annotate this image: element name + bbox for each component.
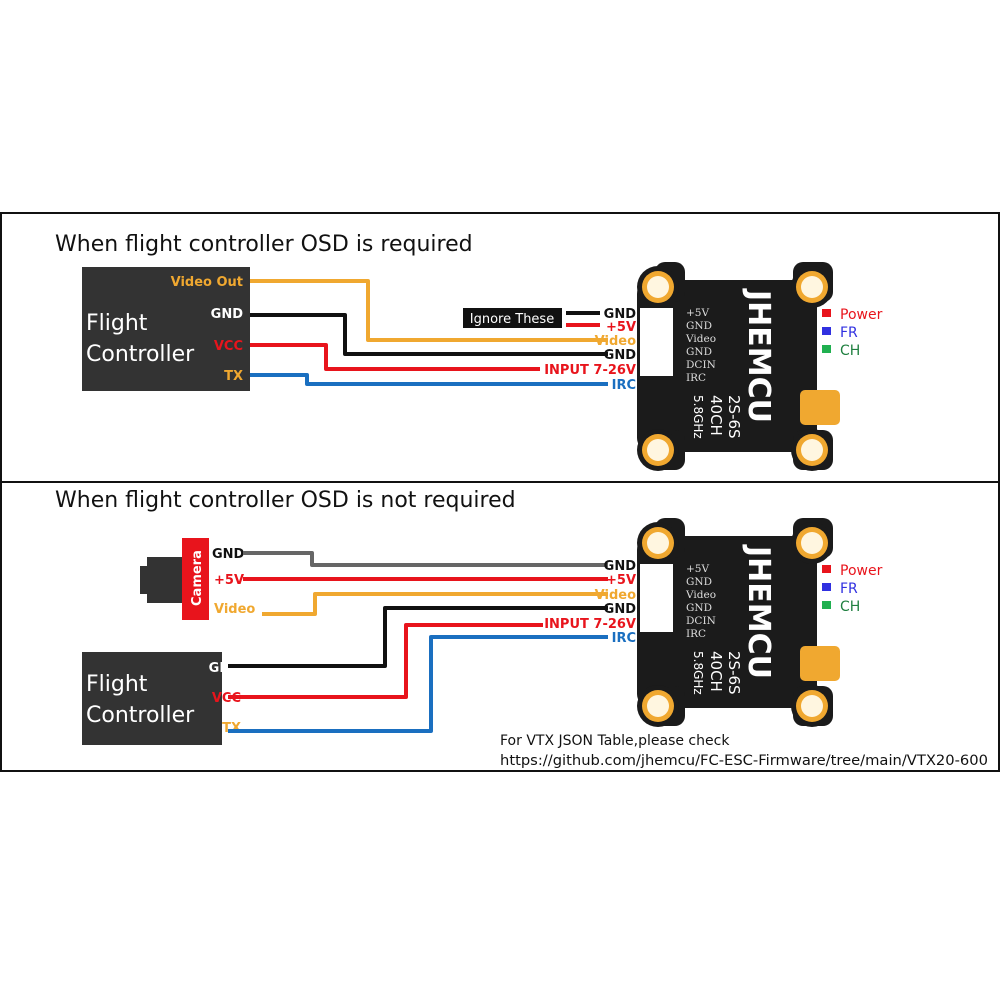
vtx-wire-5v: +5V: [606, 573, 636, 588]
section-osd-required: When flight controller OSD is required F…: [55, 232, 883, 471]
board-spec-freq: 5.8GHz: [691, 395, 705, 439]
led-label-power: Power: [840, 563, 883, 579]
wire-camera-gnd: [243, 551, 608, 567]
ignore-label: Ignore These: [470, 312, 554, 327]
mount-hole-icon: [791, 685, 833, 727]
led-power: [822, 309, 831, 317]
led-label-fr: FR: [840, 581, 858, 597]
connector: [640, 308, 673, 376]
camera-pin-5v: +5V: [214, 573, 244, 588]
board-pin: +5V: [686, 307, 709, 319]
led-fr: [822, 583, 831, 591]
board-pin: IRC: [686, 372, 706, 384]
vtx-wire-irc: IRC: [612, 378, 636, 393]
wire-tx-irc: [250, 373, 608, 386]
connector: [640, 564, 673, 632]
led-label-power: Power: [840, 307, 883, 323]
led-label-fr: FR: [840, 325, 858, 341]
led-ch: [822, 345, 831, 353]
vtx-wire-gnd: GND: [604, 559, 637, 574]
board-pin: GND: [686, 346, 712, 358]
antenna-pad: [800, 646, 840, 681]
vtx-wire-input: INPUT 7-26V: [544, 363, 636, 378]
board-pin: DCIN: [686, 359, 716, 371]
fc-pin-tx: TX: [222, 721, 241, 736]
wire-gnd: [250, 313, 608, 356]
fc-label-line1: Flight: [86, 311, 148, 336]
board-pin: +5V: [686, 563, 709, 575]
wire-fc-gnd: [228, 606, 608, 668]
section-title: When flight controller OSD is not requir…: [55, 488, 516, 513]
fc-label-line2: Controller: [86, 703, 195, 728]
outer-frame: [0, 212, 1000, 772]
mount-hole-icon: [791, 522, 833, 564]
board-pin: DCIN: [686, 615, 716, 627]
wire-fc-vcc: [228, 623, 543, 699]
section-title: When flight controller OSD is required: [55, 232, 473, 257]
board-brand: JHEMCU: [741, 544, 776, 679]
vtx-wire-gnd2: GND: [604, 602, 637, 617]
camera-label: Camera: [190, 550, 205, 606]
wire-video: [250, 279, 608, 342]
wire-fc-tx: [228, 635, 608, 733]
vtx-wire-gnd: GND: [604, 307, 637, 322]
board-spec-voltage: 2S-6S: [725, 651, 743, 695]
flight-controller-box: [82, 652, 222, 745]
mount-hole-icon: [637, 429, 679, 471]
flight-controller-box: [82, 267, 250, 391]
ignore-label-box: [463, 308, 562, 328]
vtx-board: +5V GND Video GND DCIN IRC JHEMCU 2S-6S …: [637, 262, 883, 471]
fc-pin-gnd: GND: [209, 661, 242, 676]
fc-pin-tx: TX: [224, 369, 243, 384]
board-pin: GND: [686, 576, 712, 588]
fc-pin-vcc: VCC: [214, 339, 243, 354]
vtx-wire-video: Video: [595, 588, 636, 603]
camera-pin-gnd: GND: [212, 547, 245, 562]
board-spec-voltage: 2S-6S: [725, 395, 743, 439]
board-pin: Video: [685, 589, 716, 601]
camera-pin-video: Video: [214, 602, 255, 617]
wire-vcc: [250, 343, 540, 371]
led-power: [822, 565, 831, 573]
section-osd-not-required: When flight controller OSD is not requir…: [55, 488, 988, 769]
vtx-wire-irc: IRC: [612, 631, 636, 646]
board-spec-freq: 5.8GHz: [691, 651, 705, 695]
board-pin: Video: [685, 333, 716, 345]
fc-pin-video-out: Video Out: [171, 275, 243, 290]
board-pin: IRC: [686, 628, 706, 640]
fc-label-line2: Controller: [86, 342, 195, 367]
mount-hole-icon: [637, 522, 679, 564]
board-spec-channels: 40CH: [707, 651, 725, 692]
vtx-wire-input: INPUT 7-26V: [544, 617, 636, 632]
board-spec-channels: 40CH: [707, 395, 725, 436]
mount-hole-icon: [791, 429, 833, 471]
wire-camera-video: [262, 592, 608, 616]
led-fr: [822, 327, 831, 335]
mount-hole-icon: [637, 266, 679, 308]
camera-lens-front: [140, 566, 150, 594]
vtx-wire-gnd2: GND: [604, 348, 637, 363]
fc-label-line1: Flight: [86, 672, 148, 697]
board-pin: GND: [686, 320, 712, 332]
board-pin: GND: [686, 602, 712, 614]
led-label-ch: CH: [840, 343, 860, 359]
camera-body: [182, 538, 209, 620]
led-label-ch: CH: [840, 599, 860, 615]
led-ch: [822, 601, 831, 609]
fc-pin-vcc: VCC: [212, 691, 241, 706]
camera-lens-icon: [147, 557, 183, 603]
note-line1: For VTX JSON Table,please check: [500, 733, 730, 749]
vtx-wire-5v: +5V: [606, 320, 636, 335]
vtx-board: +5V GND Video GND DCIN IRC JHEMCU 2S-6S …: [637, 518, 883, 727]
antenna-pad: [800, 390, 840, 425]
vtx-wire-video: Video: [595, 334, 636, 349]
note-url: https://github.com/jhemcu/FC-ESC-Firmwar…: [500, 753, 988, 769]
mount-hole-icon: [637, 685, 679, 727]
fc-pin-gnd: GND: [211, 307, 244, 322]
board-brand: JHEMCU: [741, 288, 776, 423]
mount-hole-icon: [791, 266, 833, 308]
